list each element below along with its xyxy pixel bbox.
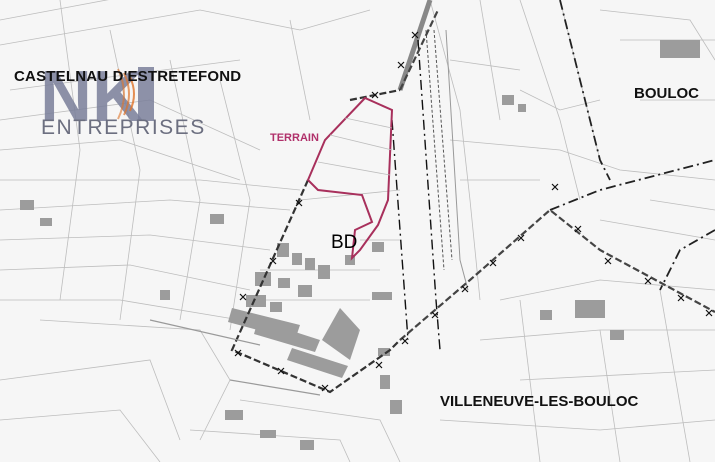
zone-label-bd: BD	[331, 232, 358, 253]
place-label-castelnau: CASTELNAU D'ESTRETEFOND	[14, 68, 242, 85]
zone-label-terrain: TERRAIN	[270, 132, 319, 144]
railway-corridor	[391, 0, 469, 351]
logo-tagline: ENTREPRISES	[41, 116, 206, 139]
road-bottom	[149, 319, 321, 396]
terrain-parcel-outline	[306, 96, 394, 261]
place-label-bouloc: BOULOC	[634, 85, 699, 102]
svg-text:NK: NK	[40, 57, 144, 137]
boundary-cross-markers	[234, 31, 713, 392]
place-label-villeneuve: VILLENEUVE-LES-BOULOC	[440, 393, 639, 410]
zone-boundary-bd	[230, 0, 715, 394]
buildings	[20, 40, 700, 450]
terrain-inner-lines	[317, 117, 393, 176]
nki-logo: NK	[40, 57, 154, 137]
